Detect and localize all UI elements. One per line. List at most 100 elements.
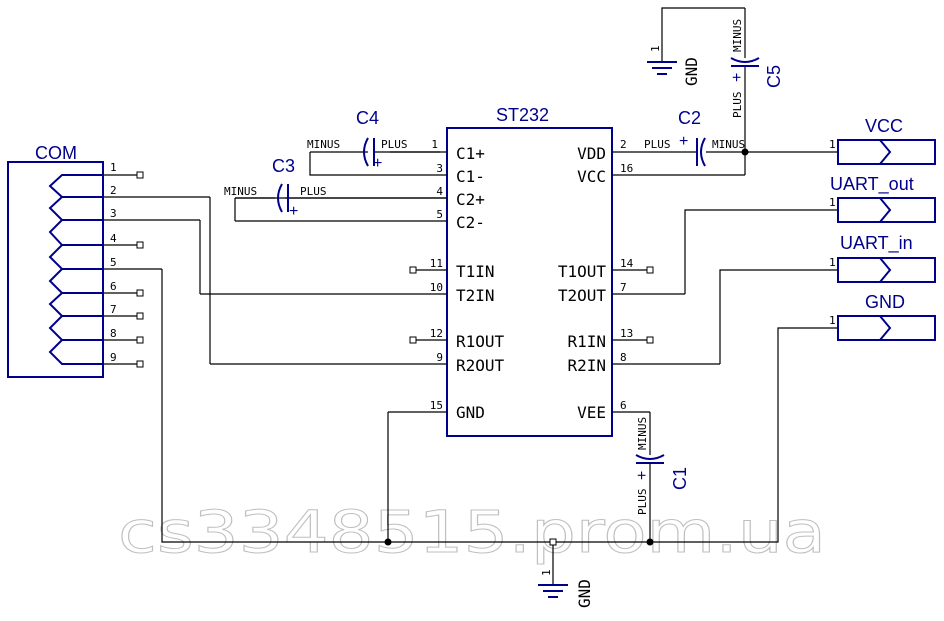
chip-pin-number: 3: [436, 162, 443, 175]
port-vcc: VCC 1: [829, 116, 936, 165]
chip-body: [446, 127, 613, 437]
c3-plus-sign: +: [289, 203, 298, 220]
com-pin-number: 6: [110, 280, 117, 293]
c5-ref: C5: [764, 65, 784, 88]
com-pin-1-nc: [136, 171, 144, 179]
com-pin-7-nc: [136, 312, 144, 320]
com-connector-pin-shapes: [48, 174, 103, 365]
com-pin-6-nc: [136, 289, 144, 297]
com-pin-number: 8: [110, 327, 117, 340]
c1-plus-sign: +: [634, 471, 651, 480]
chip-pin-number: 12: [430, 327, 443, 340]
capacitor-c2: C2 PLUS MINUS +: [644, 108, 745, 167]
chip-pin-number: 16: [620, 162, 633, 175]
c5-minus-label: MINUS: [731, 19, 744, 52]
chip-pin-number: 10: [430, 281, 443, 294]
chip-pin-number: 7: [620, 281, 627, 294]
chip-right-pin-leads: [612, 151, 745, 413]
capacitor-c1: C1 MINUS PLUS +: [634, 417, 690, 515]
port-uart-out: UART_out 1: [829, 174, 936, 223]
com-connector: COM 1 2 3 4 5 6 7 8 9: [7, 143, 210, 378]
chip-pin-name: VCC: [577, 167, 606, 186]
chip-pin-number: 15: [430, 399, 443, 412]
port-uart-out-pin: 1: [829, 196, 836, 209]
chip-pin-number: 1: [431, 138, 438, 151]
c1-plus-label: PLUS: [636, 489, 649, 516]
com-pin-number: 2: [110, 184, 117, 197]
chip-pin-name: C2-: [456, 213, 485, 232]
ground-top-label: GND: [682, 57, 701, 86]
chip-pin-name: GND: [456, 403, 485, 422]
port-gnd-label: GND: [865, 292, 905, 312]
c2-ref: C2: [678, 108, 701, 128]
port-uart-in: UART_in 1: [829, 233, 936, 283]
chip-pin-name: C1+: [456, 144, 485, 163]
chip-pin-name: R2OUT: [456, 356, 505, 375]
c4-ref: C4: [356, 108, 379, 128]
chip-pin-name: C2+: [456, 190, 485, 209]
wires: [161, 7, 838, 585]
com-pin-number: 5: [110, 256, 117, 269]
chip-pin-number: 2: [620, 138, 627, 151]
com-pin-number: 1: [110, 161, 117, 174]
port-uart-out-label: UART_out: [830, 174, 914, 195]
c3-minus-label: MINUS: [224, 185, 257, 198]
port-uart-in-pin: 1: [829, 256, 836, 269]
chip-pin-name: T1OUT: [558, 262, 607, 281]
chip-pin-number: 6: [620, 399, 627, 412]
chip-pin-name: VDD: [577, 144, 606, 163]
c4-plus-sign: +: [373, 155, 382, 172]
com-pin-number: 3: [110, 207, 117, 220]
chip-pin-13-nc: [646, 336, 654, 344]
com-pin-leads: [103, 174, 210, 365]
com-pin-number: 9: [110, 351, 117, 364]
c3-ref: C3: [272, 156, 295, 176]
chip-pin-12-nc: [409, 336, 417, 344]
chip-pin-name: C1-: [456, 167, 485, 186]
chip-pin-11-nc: [409, 266, 417, 274]
com-pin-8-nc: [136, 336, 144, 344]
c4-plus-label: PLUS: [381, 138, 408, 151]
port-gnd: GND 1: [829, 292, 936, 341]
com-connector-label: COM: [35, 143, 77, 163]
capacitor-c4: C4 MINUS PLUS +: [307, 108, 440, 172]
chip-pin-number: 5: [436, 208, 443, 221]
port-gnd-pin: 1: [829, 314, 836, 327]
chip-pin-name: T2OUT: [558, 286, 607, 305]
c2-plus-sign: +: [679, 133, 688, 150]
st232-chip: ST232 1 3 4 5 11 10 12 9 15 C1+ C1- C2+ …: [200, 105, 745, 437]
chip-pin-number: 9: [436, 351, 443, 364]
chip-pin-name: R2IN: [567, 356, 606, 375]
c2-plus-label: PLUS: [644, 138, 671, 151]
c3-plus-label: PLUS: [300, 185, 327, 198]
c4-minus-label: MINUS: [307, 138, 340, 151]
com-pin-9-nc: [136, 360, 144, 368]
chip-pin-number: 13: [620, 327, 633, 340]
chip-pin-name: T1IN: [456, 262, 495, 281]
c5-plus-label: PLUS: [731, 92, 744, 119]
port-vcc-pin: 1: [829, 138, 836, 151]
port-uart-in-label: UART_in: [840, 233, 913, 254]
com-pin-number: 4: [110, 232, 117, 245]
chip-pin-name: T2IN: [456, 286, 495, 305]
chip-pin-14-nc: [646, 266, 654, 274]
ground-symbol-top: 1 GND: [647, 45, 701, 86]
com-pin-4-nc: [136, 241, 144, 249]
com-pin-number: 7: [110, 303, 117, 316]
watermark: cs3348515.prom.ua: [118, 498, 826, 566]
ground-bottom-pin: 1: [540, 569, 553, 576]
chip-pin-name: R1IN: [567, 332, 606, 351]
capacitor-c5: C5 MINUS PLUS +: [729, 19, 784, 118]
chip-pin-name: VEE: [577, 403, 606, 422]
port-vcc-label: VCC: [865, 116, 903, 136]
ground-symbol-bottom: 1 GND: [538, 569, 594, 608]
c1-ref: C1: [670, 467, 690, 490]
chip-pin-name: R1OUT: [456, 332, 505, 351]
c5-plus-sign: +: [729, 73, 746, 82]
capacitor-c3: C3 MINUS PLUS +: [224, 156, 447, 220]
c2-minus-label: MINUS: [712, 138, 745, 151]
c1-minus-label: MINUS: [636, 417, 649, 450]
chip-ref: ST232: [496, 105, 549, 125]
chip-pin-number: 14: [620, 257, 634, 270]
